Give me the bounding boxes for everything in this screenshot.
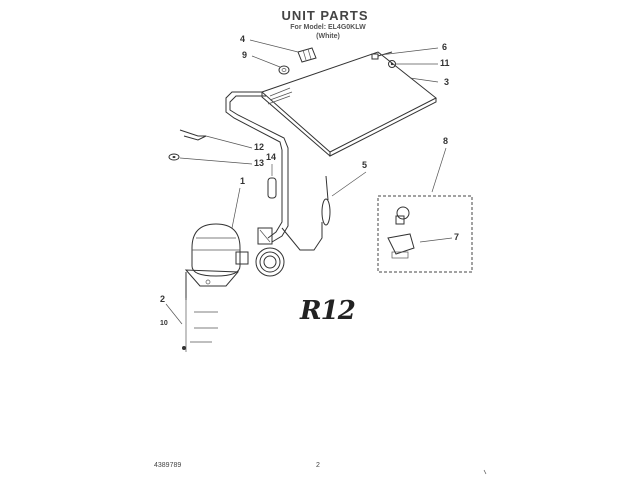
diagram-subtitle: For Model: EL4G0KLW (White) (268, 23, 388, 41)
grommet-part-9 (278, 65, 290, 75)
r12-refrigerant-logo: R12 (300, 296, 356, 326)
drier-part-14 (267, 177, 277, 199)
document-number: 4389789 (154, 462, 182, 469)
callout-5: 5 (362, 160, 368, 170)
model-line: For Model: EL4G0KLW (290, 24, 366, 31)
nut-part-11 (388, 60, 396, 68)
callout-3: 3 (444, 77, 450, 87)
callout-10: 10 (160, 320, 168, 327)
clamp-part-12 (179, 129, 207, 141)
relay-kit-box-part-8 (377, 195, 473, 273)
callout-14: 14 (266, 152, 277, 162)
callout-11: 11 (440, 58, 450, 68)
leader-lines (165, 39, 453, 325)
callout-1: 1 (240, 176, 246, 186)
callout-2: 2 (160, 294, 166, 304)
page-number: 2 (316, 462, 320, 469)
screw-part-6 (371, 51, 393, 60)
washer-part-13 (168, 153, 180, 161)
bracket-part-4 (297, 47, 317, 63)
callout-6: 6 (442, 42, 448, 52)
callout-4: 4 (240, 34, 246, 44)
callout-7: 7 (454, 232, 460, 242)
callout-9: 9 (242, 50, 248, 60)
refrigerant-tubing (225, 91, 323, 251)
callout-12: 12 (254, 142, 265, 152)
compressor-part-1 (184, 223, 249, 300)
diagram-title: UNIT PARTS (281, 8, 369, 23)
condenser-tray (261, 51, 437, 157)
callout-8: 8 (443, 136, 449, 146)
thermostat-bulb-part-5 (321, 175, 331, 226)
callout-13: 13 (254, 158, 265, 168)
capillary-coil (255, 227, 285, 277)
mounting-hardware (182, 298, 218, 352)
color-line: (White) (316, 33, 340, 40)
footer-mark (483, 469, 487, 475)
